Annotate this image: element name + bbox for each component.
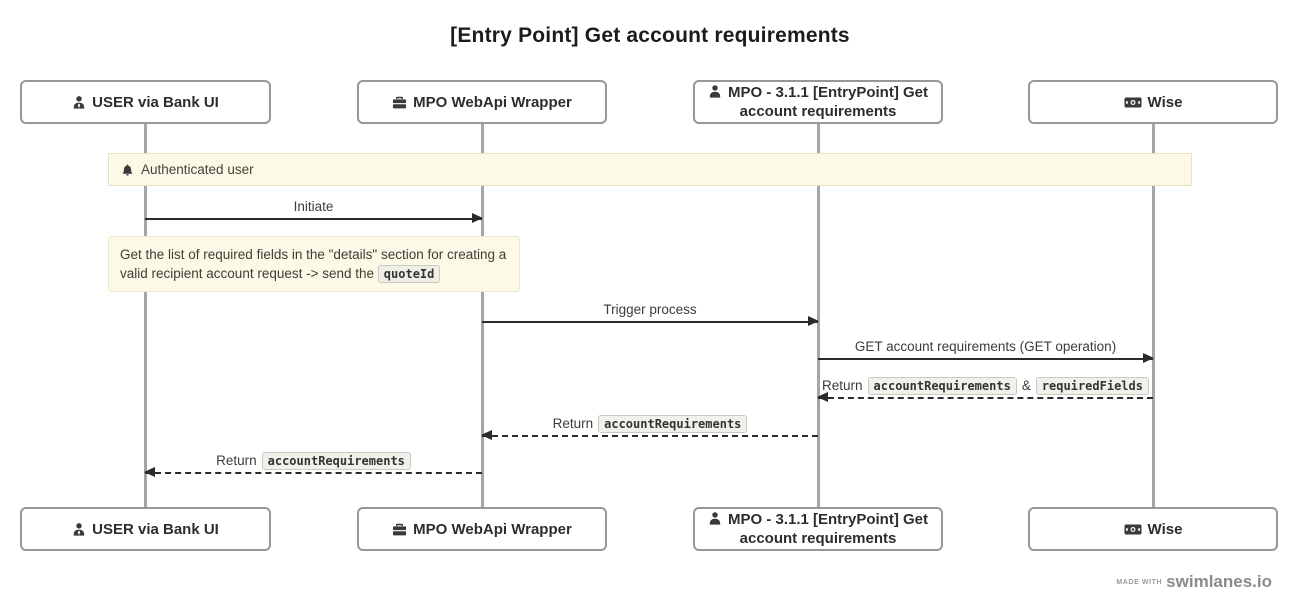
return-prefix: Return — [216, 453, 257, 468]
message-return-to-user: Return accountRequirements — [144, 451, 482, 477]
arrow-line — [817, 392, 1153, 402]
note-text: Get the list of required fields in the "… — [120, 247, 507, 281]
actor-user-top: USER via Bank UI — [20, 80, 271, 124]
actor-label: USER via Bank UI — [92, 520, 219, 538]
return-prefix: Return — [552, 416, 594, 431]
arrow-line — [481, 430, 818, 440]
briefcase-icon — [392, 95, 407, 110]
code-chip: accountRequirements — [598, 414, 748, 433]
lifeline-wrapper — [481, 124, 484, 507]
message-label: Return accountRequirements — [145, 451, 482, 470]
message-label: Return accountRequirements — [482, 414, 818, 433]
message-get-account-requirements: GET account requirements (GET operation) — [818, 337, 1154, 363]
note-code-chip: quoteId — [377, 265, 441, 283]
made-with-label: MADE WITH — [1116, 579, 1163, 586]
message-label: Trigger process — [603, 302, 697, 317]
message-label: GET account requirements (GET operation) — [854, 339, 1117, 354]
code-chip: accountRequirements — [867, 376, 1017, 395]
actor-label: Wise — [1147, 93, 1183, 111]
arrowhead-left-icon — [817, 392, 828, 402]
actor-mpo-top: MPO - 3.1.1 [EntryPoint] Get account req… — [693, 80, 943, 124]
actor-wise-bottom: Wise — [1028, 507, 1278, 551]
separator: & — [1021, 378, 1031, 393]
lifeline-user — [144, 124, 147, 507]
user-tie-icon — [72, 95, 86, 110]
person-icon — [708, 511, 722, 526]
actor-label: MPO - 3.1.1 [EntryPoint] Get account req… — [727, 511, 929, 547]
message-return-to-wrapper: Return accountRequirements — [481, 414, 818, 440]
actor-wrapper-bottom: MPO WebApi Wrapper — [357, 507, 607, 551]
arrow-line — [818, 353, 1154, 363]
bell-icon — [121, 163, 134, 177]
actor-label: Wise — [1147, 520, 1183, 538]
message-label: Initiate — [293, 199, 334, 214]
message-trigger-process: Trigger process — [482, 300, 819, 326]
lifeline-wise — [1152, 124, 1155, 507]
arrow-line — [144, 467, 482, 477]
code-chip: accountRequirements — [261, 451, 411, 470]
lifeline-mpo — [817, 124, 820, 507]
diagram-title: [Entry Point] Get account requirements — [450, 24, 850, 47]
actor-wrapper-top: MPO WebApi Wrapper — [357, 80, 607, 124]
message-initiate: Initiate — [145, 197, 483, 223]
code-chip: requiredFields — [1035, 376, 1149, 395]
note-required-fields: Get the list of required fields in the "… — [108, 236, 520, 292]
money-bill-icon — [1124, 523, 1142, 536]
briefcase-icon — [392, 522, 407, 537]
arrow-line — [482, 316, 819, 326]
actor-label: MPO - 3.1.1 [EntryPoint] Get account req… — [727, 84, 929, 120]
money-bill-icon — [1124, 96, 1142, 109]
return-prefix: Return — [822, 378, 863, 393]
arrow-line — [145, 213, 483, 223]
person-icon — [708, 84, 722, 99]
actor-mpo-bottom: MPO - 3.1.1 [EntryPoint] Get account req… — [693, 507, 943, 551]
banner-authenticated-user: Authenticated user — [108, 153, 1192, 186]
arrowhead-right-icon — [808, 316, 819, 326]
actor-label: MPO WebApi Wrapper — [413, 520, 572, 538]
arrowhead-right-icon — [472, 213, 483, 223]
banner-label: Authenticated user — [141, 162, 254, 177]
arrowhead-left-icon — [481, 430, 492, 440]
message-label: Return accountRequirements & requiredFie… — [818, 376, 1153, 395]
user-tie-icon — [72, 522, 86, 537]
arrowhead-left-icon — [144, 467, 155, 477]
actor-user-bottom: USER via Bank UI — [20, 507, 271, 551]
actor-wise-top: Wise — [1028, 80, 1278, 124]
arrowhead-right-icon — [1143, 353, 1154, 363]
swimlanes-brand: swimlanes.io — [1166, 572, 1272, 591]
message-return-requirements-fields: Return accountRequirements & requiredFie… — [817, 376, 1153, 402]
actor-label: USER via Bank UI — [92, 93, 219, 111]
actor-label: MPO WebApi Wrapper — [413, 93, 572, 111]
